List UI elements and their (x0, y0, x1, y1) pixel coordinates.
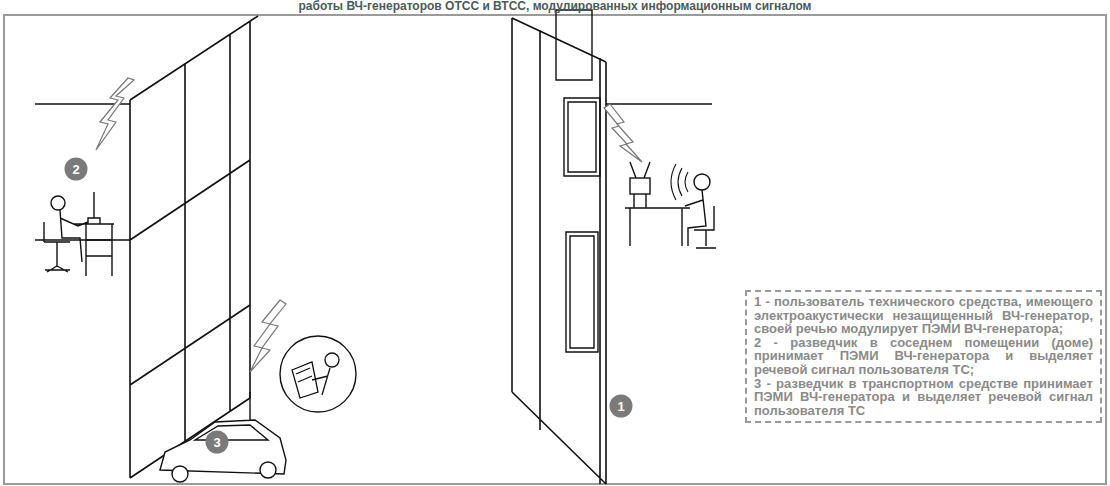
person-head (51, 196, 65, 210)
callout-number: 2 (64, 157, 88, 181)
circle-fill (206, 431, 229, 454)
legend-text: 1 - пользователь технического средства, … (754, 295, 1093, 336)
spy-with-receiver (292, 362, 330, 398)
right-building (512, 18, 712, 484)
circle-fill (65, 158, 88, 181)
tv-set (630, 178, 650, 194)
callout-circle: 2 (64, 157, 88, 181)
wall-frames (556, 10, 600, 352)
frame (4, 15, 1106, 484)
callout-number: 3 (205, 430, 229, 454)
callout-circle: 1 (609, 394, 633, 418)
radio-wave-bolt (250, 300, 286, 372)
radio-wave-bolt (604, 104, 642, 162)
callout-number: 1 (609, 394, 633, 418)
left-building (35, 16, 258, 478)
legend-text: 2 - разведчик в соседнем помещении (доме… (754, 336, 1093, 377)
circle-fill (610, 395, 633, 418)
car-wheel (172, 466, 188, 482)
inset-view (280, 336, 356, 412)
person-head (694, 174, 710, 190)
user-at-desk (625, 162, 716, 248)
spy-at-desk (44, 192, 114, 276)
car-wheel (260, 462, 276, 478)
callout-circle: 3 (205, 430, 229, 454)
person-head (325, 353, 339, 367)
sound-waves (671, 164, 688, 200)
figure-title: работы ВЧ-генераторов ОТСС и ВТСС, модул… (0, 0, 1110, 13)
radio-wave-bolt (96, 78, 134, 150)
legend-text: 3 - разведчик в транспортном средстве пр… (754, 377, 1093, 418)
legend-box: 1 - пользователь технического средства, … (745, 290, 1102, 423)
